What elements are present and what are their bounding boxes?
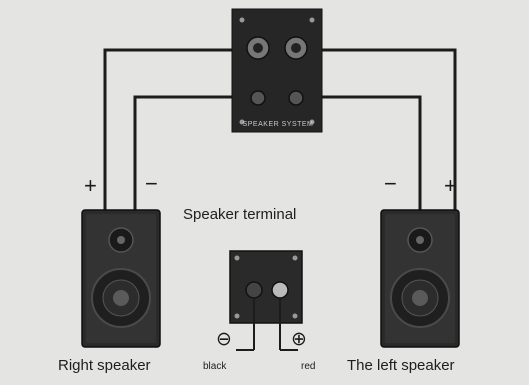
right-speaker-minus-sign: − [145, 171, 158, 196]
right-speaker-plus-sign: + [84, 173, 97, 198]
amplifier-terminal-panel [231, 8, 323, 133]
positive-symbol-icon: ⊕ [291, 329, 307, 350]
left-speaker-minus-sign: − [384, 171, 397, 196]
rear-terminal-positive [271, 281, 289, 299]
connection-wires [103, 48, 457, 212]
speaker-rear-terminal-plate [229, 250, 303, 351]
black-wire-label: black [203, 361, 227, 372]
wire-right-negative [133, 95, 245, 212]
right-speaker-label: Right speaker [58, 357, 151, 374]
panel-title: SPEAKER SYSTEM [242, 121, 314, 128]
left-speaker-cabinet [380, 209, 460, 348]
speaker-terminal-label: Speaker terminal [183, 206, 297, 223]
wire-left-positive [318, 48, 457, 212]
panel-binding-post-right-bottom [288, 90, 304, 106]
red-wire-label: red [301, 361, 316, 372]
rear-terminal-negative [245, 281, 263, 299]
left-speaker-plus-sign: + [444, 173, 457, 198]
left-speaker-label: The left speaker [347, 357, 455, 374]
wire-right-positive [103, 48, 238, 212]
panel-binding-post-left-bottom [250, 90, 266, 106]
right-speaker-cabinet [81, 209, 161, 348]
wire-left-negative [310, 95, 422, 212]
negative-symbol-icon: ⊖ [216, 329, 232, 350]
